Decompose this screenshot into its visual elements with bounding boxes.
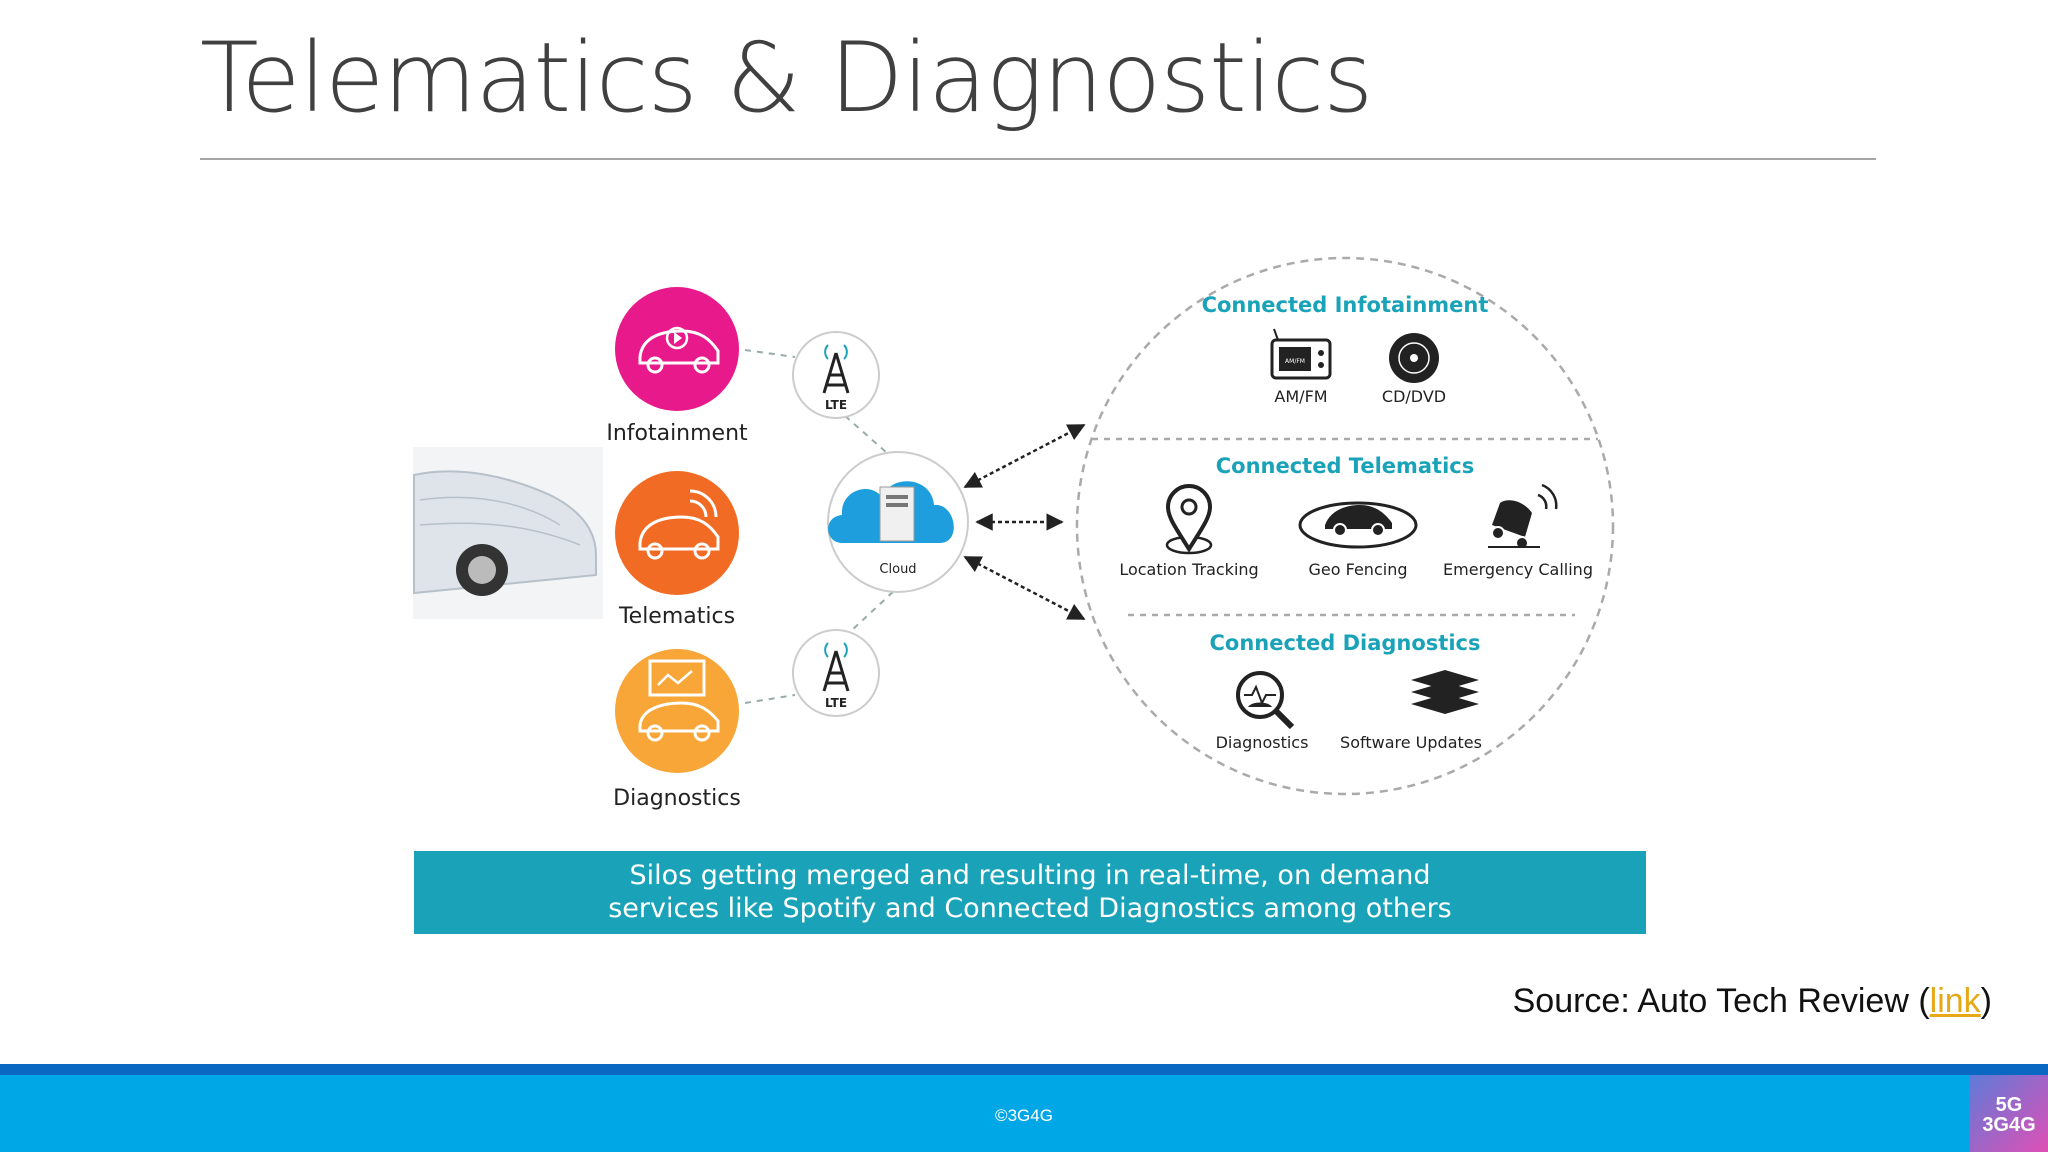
- cloud-node: Cloud: [827, 451, 969, 593]
- infotainment-node: Infotainment: [606, 287, 748, 446]
- emergency-call-icon: [1488, 483, 1558, 550]
- telematics-diagram: Infotainment Telematics Diagnostics LTE …: [413, 256, 1615, 811]
- section-title-diagnostics: Connected Diagnostics: [1210, 631, 1481, 655]
- slide-title: Telematics & Diagnostics: [200, 22, 1373, 134]
- data-arrows: [963, 423, 1086, 621]
- disc-icon: [1389, 333, 1439, 383]
- infotainment-label: Infotainment: [606, 421, 748, 446]
- diagnostics-label: Diagnostics: [613, 786, 741, 811]
- summary-banner: Silos getting merged and resulting in re…: [414, 851, 1646, 934]
- location-pin-icon: [1165, 484, 1213, 555]
- logo-line-1: 5G: [1995, 1094, 2023, 1116]
- source-suffix: ): [1980, 982, 1992, 1020]
- item-cd-dvd: CD/DVD: [1382, 387, 1446, 406]
- item-location-tracking: Location Tracking: [1119, 560, 1258, 579]
- title-divider: [200, 158, 1876, 160]
- diagnostics-node: Diagnostics: [613, 649, 741, 811]
- logo-line-2: 3G4G: [1982, 1114, 2036, 1136]
- cloud-label: Cloud: [879, 562, 916, 577]
- geo-fence-car-icon: [1298, 501, 1418, 549]
- connected-services-circle: Connected Infotainment AM/FM AM/FM CD/DV…: [1075, 256, 1615, 796]
- item-geo-fencing: Geo Fencing: [1309, 560, 1408, 579]
- radio-display-text: AM/FM: [1285, 358, 1305, 365]
- telematics-node: Telematics: [615, 471, 739, 629]
- footer-top-stripe: [0, 1064, 2048, 1075]
- banner-line-1: Silos getting merged and resulting in re…: [629, 860, 1431, 891]
- source-link[interactable]: link: [1929, 982, 1981, 1020]
- lte-tower-bottom: LTE: [792, 629, 880, 717]
- software-layers-icon: [1411, 670, 1479, 714]
- section-title-infotainment: Connected Infotainment: [1202, 293, 1489, 317]
- banner-line-2: services like Spotify and Connected Diag…: [608, 893, 1452, 924]
- radio-icon: AM/FM: [1270, 328, 1332, 380]
- 3g4g-logo: 5G 3G4G: [1970, 1075, 2048, 1152]
- wireframe-car-image: [413, 447, 603, 619]
- section-title-telematics: Connected Telematics: [1216, 454, 1475, 478]
- lte-label-bottom: LTE: [825, 696, 847, 710]
- source-citation: Source: Auto Tech Review (link): [1513, 982, 1992, 1021]
- footer-bar: [0, 1075, 2048, 1152]
- item-diagnostics: Diagnostics: [1216, 733, 1309, 752]
- copyright-text: ©3G4G: [995, 1106, 1053, 1125]
- source-prefix: Source: Auto Tech Review (: [1512, 982, 1930, 1020]
- telematics-label: Telematics: [618, 604, 735, 629]
- item-am-fm: AM/FM: [1274, 387, 1327, 406]
- diagnostics-magnifier-icon: [1236, 671, 1295, 730]
- lte-label-top: LTE: [825, 398, 847, 412]
- item-software-updates: Software Updates: [1340, 733, 1482, 752]
- lte-tower-top: LTE: [792, 331, 880, 419]
- item-emergency-calling: Emergency Calling: [1443, 560, 1593, 579]
